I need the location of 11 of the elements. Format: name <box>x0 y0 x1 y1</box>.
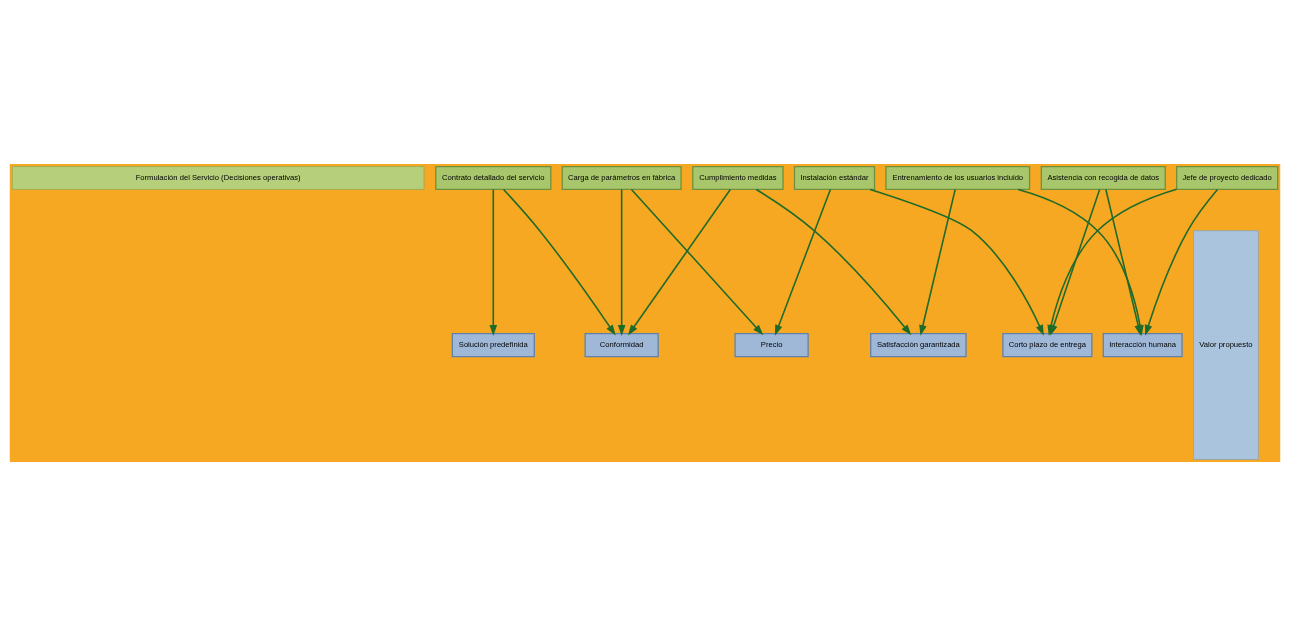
arrow <box>502 188 616 336</box>
arrow <box>755 188 912 336</box>
arrow <box>774 188 832 336</box>
arrow <box>489 188 498 336</box>
arrow <box>869 188 1044 336</box>
arrow <box>1050 188 1101 336</box>
arrow <box>630 188 764 336</box>
arrow <box>919 188 956 336</box>
arrow <box>1144 188 1219 336</box>
arrow <box>627 188 732 336</box>
arrow <box>617 188 626 336</box>
